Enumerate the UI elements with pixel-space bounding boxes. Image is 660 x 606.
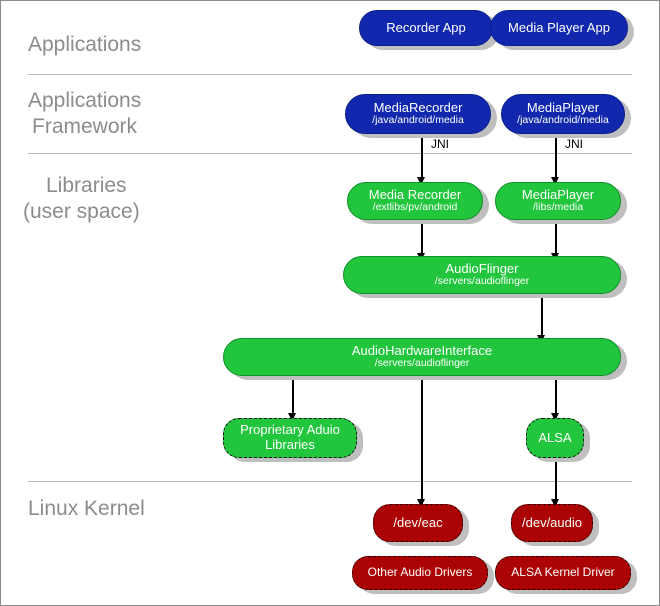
- node-title: MediaRecorder: [373, 99, 463, 115]
- node-title: ALSA: [538, 429, 572, 445]
- layer-separator-kernel: [28, 481, 632, 482]
- arrowhead-ahi-to-alsa: [551, 413, 559, 421]
- layer-label-applications: Applications: [28, 33, 142, 56]
- node-subtitle: Libraries: [265, 437, 315, 452]
- connector-ahi-to-proprietary: [292, 376, 294, 418]
- node-title: /dev/audio: [522, 514, 582, 530]
- layer-label-linux-kernel: Linux Kernel: [28, 497, 145, 520]
- node-mediaplayer-lib[interactable]: MediaPlayer /libs/media: [495, 182, 621, 220]
- node-audioflinger[interactable]: AudioFlinger /servers/audioflinger: [343, 256, 621, 294]
- node-title: AudioHardwareInterface: [351, 342, 493, 358]
- connector-mediaplayer-to-lib: [555, 136, 557, 181]
- node-subtitle: /servers/audioflinger: [374, 357, 470, 370]
- node-title: Recorder App: [386, 19, 466, 35]
- connector-audioflinger-to-ahi: [541, 298, 543, 340]
- node-media-player-app[interactable]: Media Player App: [490, 10, 628, 46]
- edge-label-jni-left: JNI: [431, 137, 449, 151]
- node-mediarecorder-framework[interactable]: MediaRecorder /java/android/media: [345, 94, 491, 134]
- connector-mediarecorder-to-lib: [421, 136, 423, 181]
- node-title: MediaPlayer: [526, 99, 600, 115]
- edge-label-jni-right: JNI: [565, 137, 583, 151]
- node-title: AudioFlinger: [445, 260, 519, 276]
- connector-ahi-to-dev-eac: [421, 376, 423, 504]
- node-subtitle: /java/android/media: [517, 114, 609, 127]
- node-title: /dev/eac: [393, 514, 443, 530]
- node-audiohardwareinterface[interactable]: AudioHardwareInterface /servers/audiofli…: [223, 338, 621, 376]
- node-proprietary-audio-libraries[interactable]: Proprietary Aduio Libraries: [223, 418, 357, 458]
- layer-label-applications-framework-line1: Applications: [28, 89, 142, 112]
- arrowhead-ahi-to-proprietary: [288, 413, 296, 421]
- node-title: Media Recorder: [368, 186, 462, 202]
- layer-label-libraries-line2: (user space): [23, 200, 140, 223]
- arrowhead-alsa-to-dev-audio: [551, 499, 559, 507]
- node-subtitle: /libs/media: [532, 201, 584, 214]
- layer-label-applications-framework-line2: Framework: [32, 115, 138, 138]
- layer-separator-framework: [28, 153, 632, 154]
- node-media-recorder-lib[interactable]: Media Recorder /extlibs/pv/android: [347, 182, 483, 220]
- node-alsa-kernel-driver[interactable]: ALSA Kernel Driver: [495, 556, 631, 590]
- layer-separator-applications: [28, 74, 632, 75]
- node-mediaplayer-framework[interactable]: MediaPlayer /java/android/media: [501, 94, 625, 134]
- node-title: Proprietary Aduio: [240, 422, 340, 438]
- node-dev-audio[interactable]: /dev/audio: [511, 504, 593, 542]
- node-recorder-app[interactable]: Recorder App: [359, 10, 493, 46]
- arrowhead-mediaplayer-to-lib: [551, 177, 559, 185]
- node-other-audio-drivers[interactable]: Other Audio Drivers: [352, 556, 488, 590]
- node-subtitle: /servers/audioflinger: [434, 275, 530, 288]
- node-alsa[interactable]: ALSA: [526, 418, 584, 458]
- arrowhead-mediarecorder-to-lib: [417, 177, 425, 185]
- node-title: Other Audio Drivers: [367, 565, 473, 580]
- node-title: Media Player App: [508, 19, 610, 35]
- node-title: MediaPlayer: [521, 186, 595, 202]
- connector-alsa-to-dev-audio: [555, 457, 557, 504]
- connector-mediarecorderlib-to-audioflinger: [421, 220, 423, 258]
- connector-mediaplayerlib-to-audioflinger: [555, 220, 557, 258]
- node-subtitle: /java/android/media: [372, 114, 464, 127]
- arrowhead-ahi-to-dev-eac: [417, 499, 425, 507]
- node-subtitle: /extlibs/pv/android: [372, 201, 458, 214]
- node-title: ALSA Kernel Driver: [511, 565, 615, 580]
- connector-ahi-to-alsa: [555, 376, 557, 418]
- node-dev-eac[interactable]: /dev/eac: [373, 504, 463, 542]
- layer-label-libraries-line1: Libraries: [46, 174, 127, 197]
